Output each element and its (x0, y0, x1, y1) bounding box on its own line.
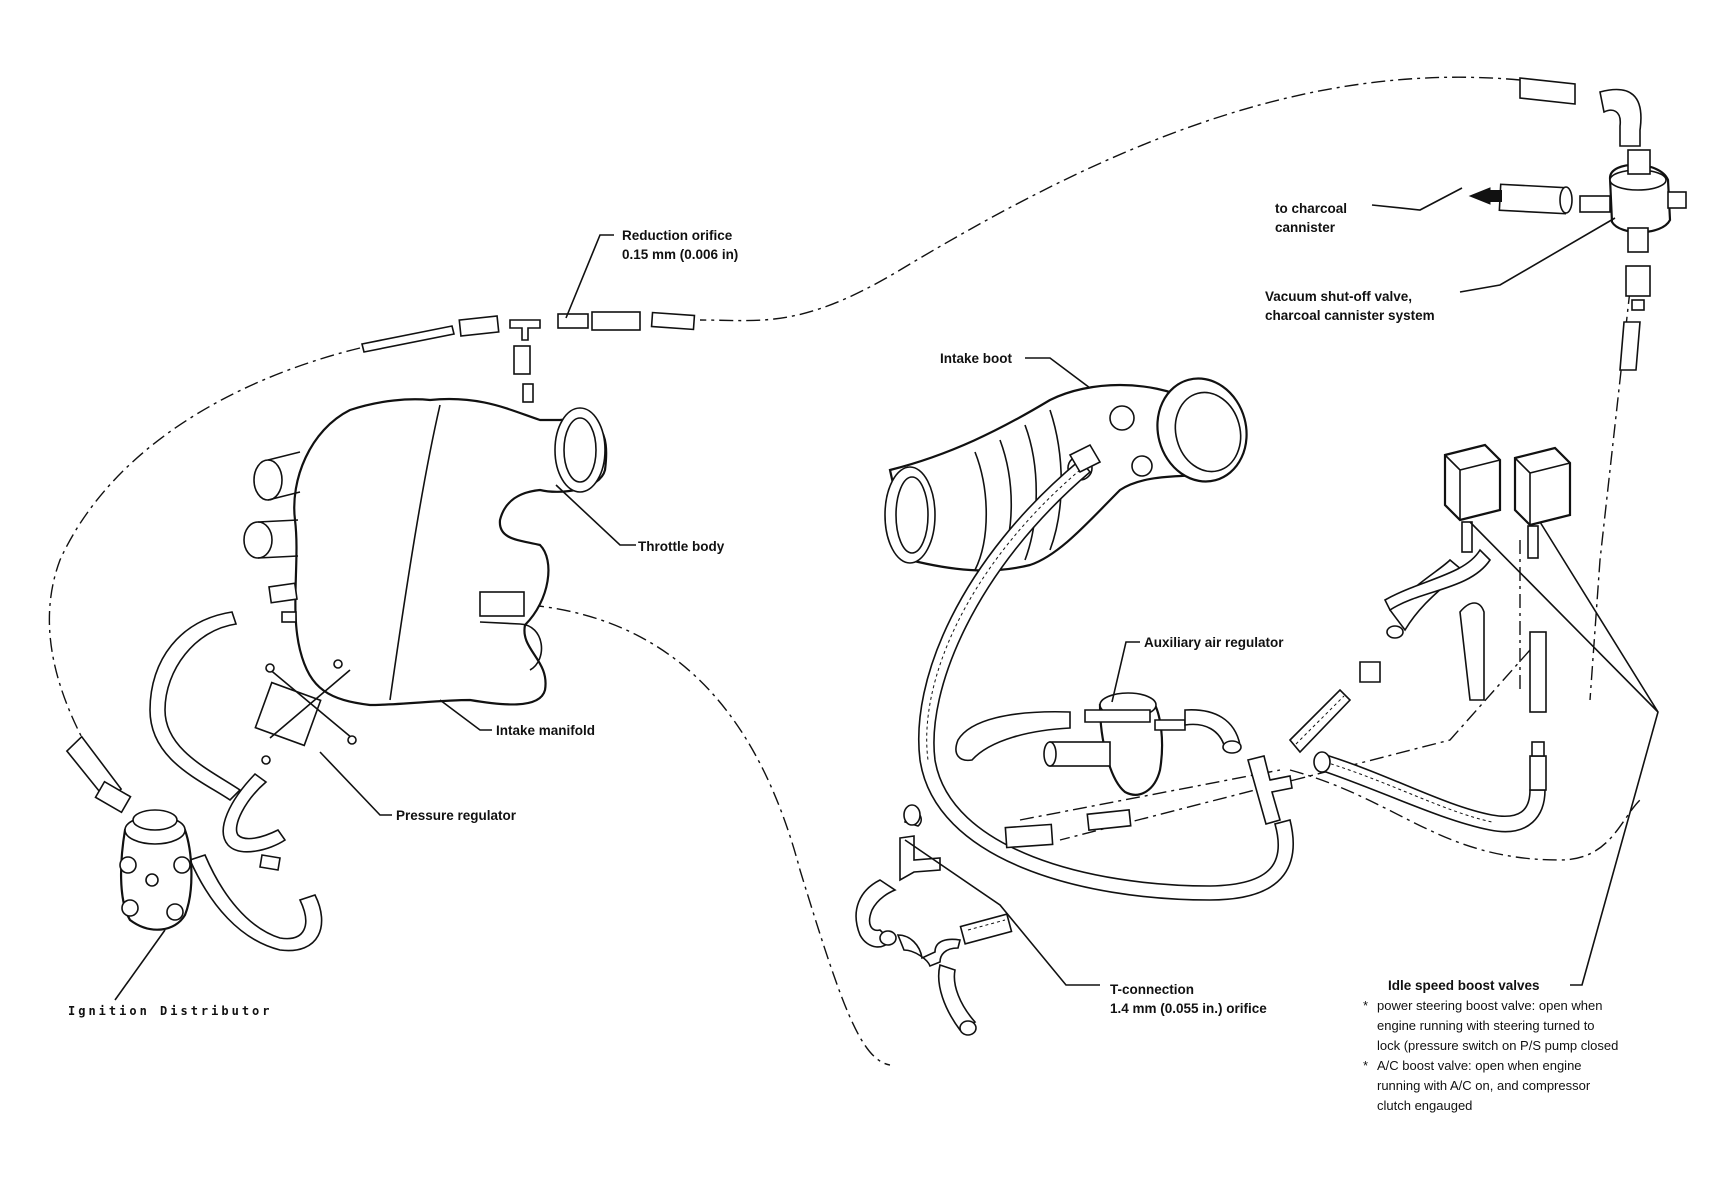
reduction-orifice-size-label: 0.15 mm (0.006 in) (622, 247, 739, 262)
t-connection-hoses (855, 804, 1132, 1036)
idle-speed-boost-valves-drawing (1443, 443, 1572, 559)
ps-note-text-1: power steering boost valve: open when (1377, 998, 1603, 1013)
vacuum-routing-lines (48, 76, 1641, 1066)
bullet: * (1363, 1058, 1369, 1073)
ps-note-line-1: * power steering boost valve: open when (1363, 996, 1618, 1016)
boost-valve-notes: * power steering boost valve: open when e… (1363, 996, 1618, 1116)
ac-note-line-2: running with A/C on, and compressor (1377, 1078, 1591, 1093)
charcoal-cannister-label: to charcoal (1275, 201, 1348, 216)
intake-boot-label: Intake boot (940, 351, 1013, 366)
intake-manifold-label: Intake manifold (496, 723, 596, 738)
boost-valve-hoses (1288, 548, 1547, 833)
idle-speed-boost-valves-label: Idle speed boost valves (1388, 978, 1540, 993)
pressure-regulator-drawing (254, 659, 357, 765)
ps-note-line-2: engine running with steering turned to (1377, 1018, 1595, 1033)
vacuum-shutoff-valve-label: Vacuum shut-off valve, (1265, 289, 1413, 304)
vacuum-shutoff-valve-label-2: charcoal cannister system (1265, 308, 1435, 323)
distributor-hoses (65, 611, 323, 952)
ps-note-line-3: lock (pressure switch on P/S pump closed (1377, 1038, 1619, 1053)
ignition-distributor-label: Ignition Distributor (68, 1004, 273, 1018)
auxiliary-air-regulator-drawing (955, 692, 1242, 796)
leader-lines (114, 187, 1659, 1001)
auxiliary-air-regulator-label: Auxiliary air regulator (1144, 635, 1284, 650)
throttle-body-label: Throttle body (638, 539, 725, 554)
ignition-distributor-drawing (119, 809, 193, 931)
reduction-orifice-hose-chain (361, 311, 696, 403)
ac-note-line-3: clutch engauged (1377, 1098, 1473, 1113)
ac-note-text-1: A/C boost valve: open when engine (1377, 1058, 1582, 1073)
main-loop-hose (918, 443, 1294, 901)
intake-manifold-drawing (243, 398, 608, 707)
bullet: * (1363, 998, 1369, 1013)
t-connection-orifice-label: 1.4 mm (0.055 in.) orifice (1110, 1001, 1267, 1016)
ac-note-line-1: * A/C boost valve: open when engine (1363, 1056, 1618, 1076)
vacuum-shutoff-valve-drawing (1468, 77, 1687, 371)
reduction-orifice-label: Reduction orifice (622, 228, 733, 243)
charcoal-cannister-label-2: cannister (1275, 220, 1336, 235)
t-connection-label: T-connection (1110, 982, 1194, 997)
pressure-regulator-label: Pressure regulator (396, 808, 517, 823)
small-tee-fitting (1247, 755, 1293, 825)
